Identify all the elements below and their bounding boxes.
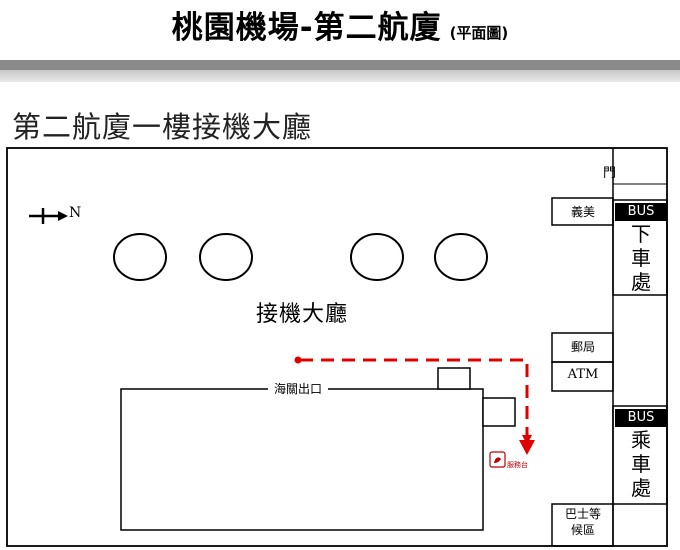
building-outline [6,147,668,547]
customs-annex-side [482,397,516,427]
information-desk-label: 服務台 [507,461,528,469]
pillar-1 [113,233,167,281]
yimei-kiosk [551,197,614,226]
information-desk-icon [489,451,506,468]
pillar-4 [434,233,488,281]
bus-dropoff-badge: BUS [615,203,667,221]
bus-boarding-label: 乘 車 處 [631,428,651,500]
bus-waiting-label: 巴士等 候區 [564,507,601,537]
pillar-2 [199,233,253,281]
bus-boarding-badge: BUS [615,409,667,427]
bus-dropoff-label: 下 車 處 [631,222,651,294]
page-title: 桃園機場-第二航廈 (平面圖) [0,2,680,46]
route-path [300,358,532,445]
customs-exit-label: 海關出口 [268,380,329,397]
atm-label: ATM [567,367,599,382]
bus-dropoff-box [612,199,668,296]
north-label: N [69,205,82,221]
customs-annex-top [437,367,471,390]
arrival-hall-label: 接機大廳 [256,302,349,327]
pillar-3 [350,233,404,281]
bus-boarding-box [612,405,668,505]
post-office-label: 郵局 [570,340,595,354]
atm-kiosk [551,361,614,392]
floor-title: 第二航廈一樓接機大廳 [12,110,313,144]
page-title-subtitle: (平面圖) [449,24,509,42]
customs-area [120,388,484,531]
header-divider-band [0,60,680,82]
door-label: 門 [603,166,617,181]
bus-waiting-area [551,503,614,547]
yimei-label: 義美 [570,205,595,219]
route-arrowhead-icon [519,440,535,455]
route-start-dot [294,356,302,364]
page-title-main: 桃園機場-第二航廈 [171,10,442,46]
north-arrow-icon [29,208,68,224]
